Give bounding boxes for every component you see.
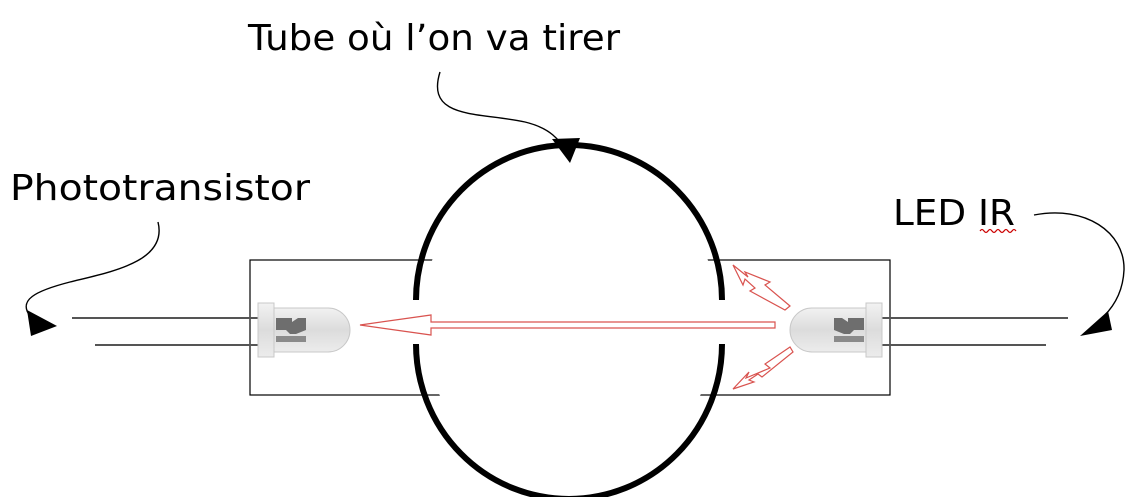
led-ir-component (789, 302, 1068, 358)
led-anvil (834, 318, 864, 334)
phototransistor-flange (257, 302, 275, 358)
phototransistor-leader-arrow (25, 221, 160, 336)
led-leader-arrow (1033, 212, 1125, 336)
phototransistor-anvil (276, 318, 306, 334)
phototransistor-label: Phototransistor (10, 168, 310, 209)
tube-leader-arrow (437, 71, 580, 163)
led-post (834, 336, 864, 342)
led-flange (865, 302, 883, 358)
phototransistor-component (72, 302, 351, 358)
ir-ray-upper (732, 264, 791, 311)
tube-wall-lower (413, 343, 725, 497)
ir-ray-lower (732, 346, 794, 390)
tube-label: Tube où l’on va tirer (247, 18, 620, 59)
spellcheck-underline (979, 228, 1017, 234)
phototransistor-post (276, 336, 306, 342)
ir-beam-arrow (359, 314, 776, 336)
tube-interior (420, 168, 720, 472)
led-ir-label: LED IR (893, 193, 1015, 234)
